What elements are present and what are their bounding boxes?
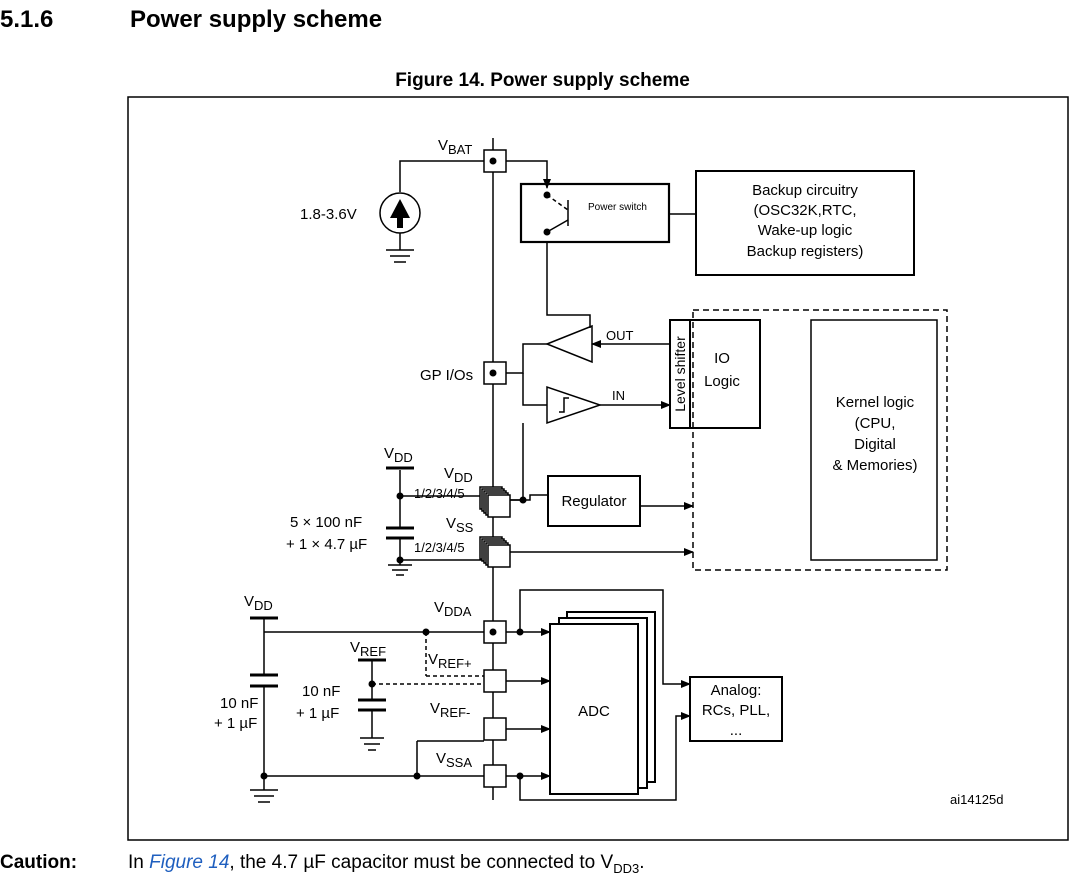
vbat-label: VBAT	[438, 137, 472, 157]
regulator-label: Regulator	[561, 493, 626, 510]
battery-voltage-label: 1.8-3.6V	[300, 206, 357, 223]
vdd-top-label: VDD	[384, 445, 413, 465]
power-switch-label: Power switch	[588, 202, 647, 213]
cap3-label-2: + 1 µF	[296, 705, 339, 722]
cap2-label-1: 10 nF	[220, 695, 258, 712]
io-logic-label-1: IO	[714, 350, 730, 367]
section-number: 5.1.6	[0, 6, 54, 33]
adc-label: ADC	[578, 703, 610, 720]
regulator-box	[547, 475, 641, 527]
out-label: OUT	[606, 328, 634, 343]
io-logic-box	[689, 319, 761, 429]
vdd-pins	[479, 486, 511, 518]
backup-label-4: Backup registers)	[747, 243, 864, 260]
kernel-logic-box	[810, 319, 938, 561]
analog-label-2: RCs, PLL,	[702, 702, 770, 719]
level-shifter-label: Level shifter	[672, 336, 688, 412]
backup-circuitry-box	[695, 170, 915, 276]
figure-frame	[127, 96, 1069, 841]
vref-label: VREF	[350, 639, 386, 659]
vssa-label: VSSA	[436, 750, 472, 770]
vss-pins-label: 1/2/3/4/5	[414, 540, 465, 555]
vdda-label: VDDA	[434, 599, 472, 619]
analog-label-1: Analog:	[711, 682, 762, 699]
vss-pins	[479, 536, 511, 568]
vdd-analog-label: VDD	[244, 593, 273, 613]
vrefm-pin	[483, 717, 507, 741]
backup-label-2: (OSC32K,RTC,	[753, 202, 856, 219]
input-buffer	[546, 385, 603, 425]
section-title: Power supply scheme	[130, 6, 383, 33]
analog-label-3: ...	[730, 722, 743, 739]
vss-pin-label: VSS	[446, 515, 474, 535]
figure-14-link[interactable]: Figure 14	[149, 852, 230, 873]
gpios-label: GP I/Os	[420, 367, 473, 384]
cap1-label-1: 5 × 100 nF	[290, 514, 362, 531]
kernel-label-2: (CPU,	[855, 415, 896, 432]
kernel-region	[692, 309, 948, 571]
output-buffer	[544, 324, 593, 364]
caution-label: Caution:	[0, 852, 78, 873]
caution-text: In Figure 14, the 4.7 µF capacitor must …	[128, 852, 645, 876]
vssa-pin	[483, 764, 507, 788]
vdd-pin-label: VDD	[444, 465, 473, 485]
power-switch-box	[519, 182, 671, 244]
backup-label-3: Wake-up logic	[758, 222, 853, 239]
vrefm-label: VREF-	[430, 700, 470, 720]
vrefp-label: VREF+	[428, 651, 472, 671]
cap1-label-2: + 1 × 4.7 µF	[286, 536, 367, 553]
analog-box	[689, 676, 783, 742]
adc-box	[549, 623, 639, 795]
kernel-label-4: & Memories)	[832, 457, 917, 474]
kernel-label-3: Digital	[854, 436, 896, 453]
vrefp-pin	[483, 669, 507, 693]
backup-label-1: Backup circuitry	[752, 182, 858, 199]
kernel-label-1: Kernel logic	[836, 394, 915, 411]
figure-ref-id: ai14125d	[950, 792, 1004, 807]
io-logic-label-2: Logic	[704, 373, 740, 390]
cap2-label-2: + 1 µF	[214, 715, 257, 732]
in-label: IN	[612, 388, 625, 403]
vdd-pins-label: 1/2/3/4/5	[414, 486, 465, 501]
cap3-label-1: 10 nF	[302, 683, 340, 700]
figure-title: Figure 14. Power supply scheme	[395, 70, 690, 91]
